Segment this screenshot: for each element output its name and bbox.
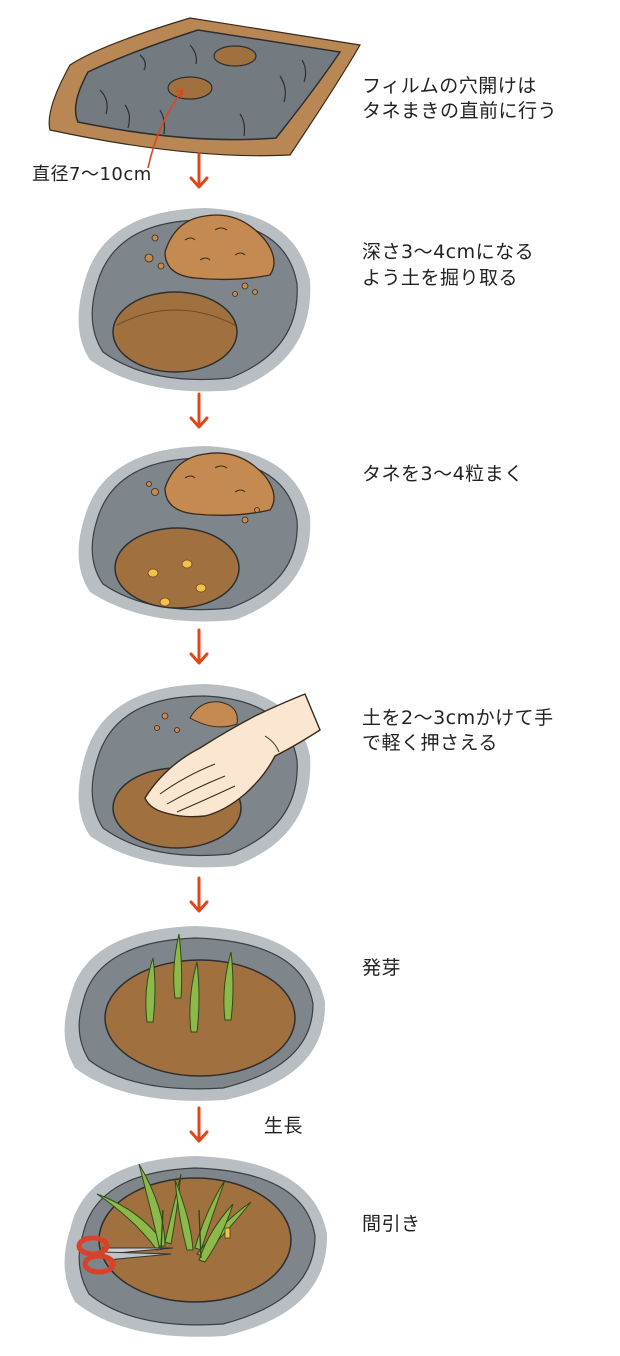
scissors-icon — [76, 1235, 174, 1275]
step-2-line-2: よう土を掘り取る — [362, 267, 519, 289]
down-arrow-icon — [189, 876, 209, 913]
step-4-line-1: 土を2〜3cmかけて手 — [362, 707, 554, 729]
growth-label: 生長 — [264, 1115, 304, 1137]
dig-hole-illustration — [78, 208, 311, 392]
film-hole-illustration — [48, 17, 361, 169]
step-2-line-1: 深さ3〜4cmになる — [362, 241, 535, 263]
sow-seeds-illustration — [78, 446, 311, 622]
down-arrow-icon — [189, 152, 209, 189]
germination-illustration — [64, 926, 326, 1101]
step-3-line-1: タネを3〜4粒まく — [362, 463, 524, 485]
down-arrow-icon — [189, 1106, 209, 1143]
cover-and-press-illustration — [78, 684, 321, 868]
step-1-line-2: タネまきの直前に行う — [362, 100, 558, 122]
step-6-line-1: 間引き — [362, 1213, 421, 1235]
down-arrow-icon — [189, 628, 209, 665]
step-1-line-1: フィルムの穴開けは — [362, 75, 537, 97]
down-arrow-icon — [189, 392, 209, 429]
hole-diameter-annotation: 直径7〜10cm — [32, 164, 152, 185]
thinning-illustration — [64, 1156, 328, 1337]
step-5-line-1: 発芽 — [362, 957, 402, 979]
step-4-line-2: で軽く押さえる — [362, 732, 498, 754]
